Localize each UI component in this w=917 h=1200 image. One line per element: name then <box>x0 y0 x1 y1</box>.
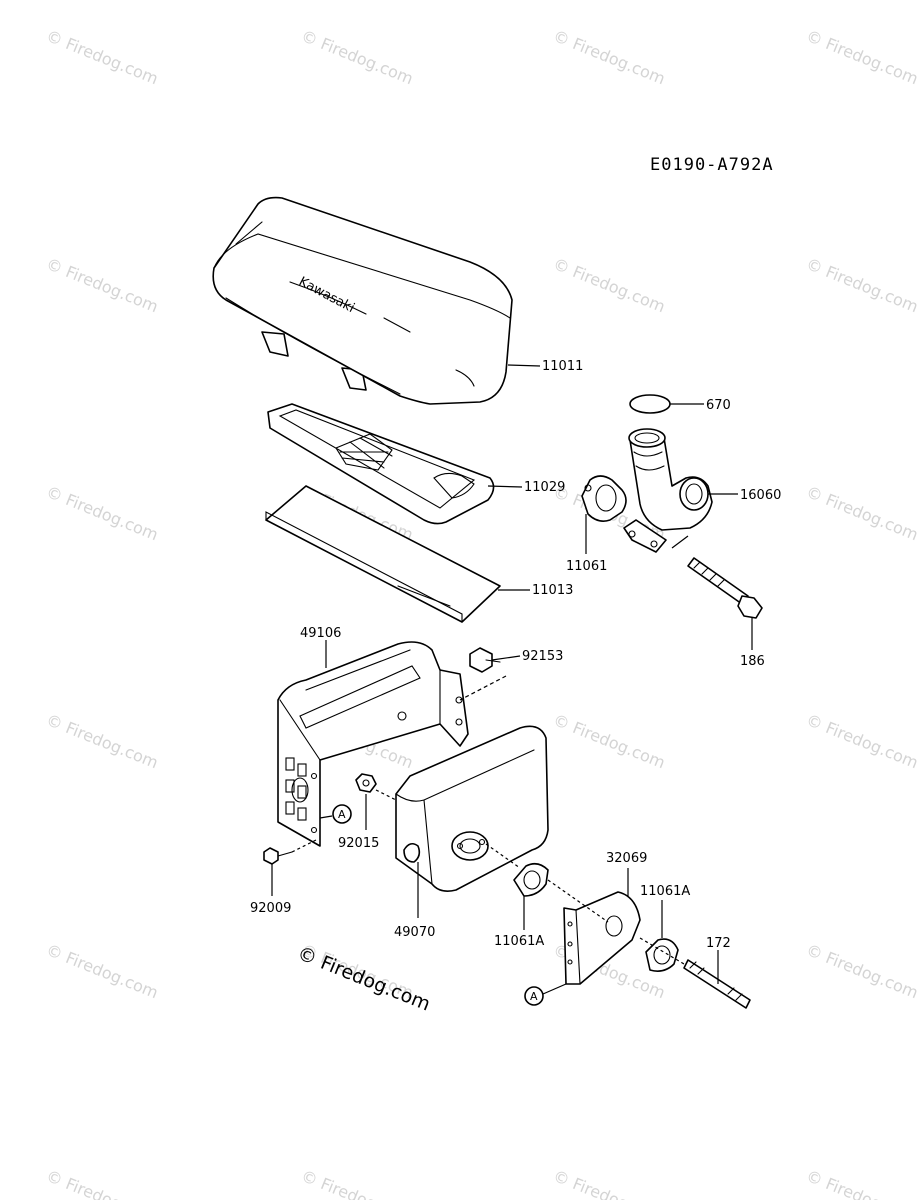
watermark: © Firedog.com <box>299 1166 416 1200</box>
ref-letter: A <box>338 808 346 821</box>
muffler-stud <box>683 959 751 1009</box>
watermark: © Firedog.com <box>44 940 161 1002</box>
watermark: © Firedog.com <box>551 254 668 316</box>
leader-11029 <box>487 485 523 488</box>
watermark: © Firedog.com <box>44 254 161 316</box>
callout-670: 670 <box>706 398 731 413</box>
callout-186: 186 <box>740 654 765 669</box>
callout-172: 172 <box>706 936 731 951</box>
callout-11011: 11011 <box>542 359 583 374</box>
watermark: © Firedog.com <box>44 1166 161 1200</box>
muffler-bracket <box>563 891 641 985</box>
leader-32069-dash <box>547 879 609 923</box>
o-ring <box>629 394 671 414</box>
leader-92153 <box>491 655 521 661</box>
callout-49106: 49106 <box>300 626 341 641</box>
ref-letter: A <box>530 990 538 1003</box>
pre-cleaner-foam <box>265 485 501 623</box>
callout-11061a-right: 11061A <box>640 884 690 899</box>
watermark: © Firedog.com <box>804 940 917 1002</box>
air-filter-element <box>267 403 495 525</box>
watermark: © Firedog.com <box>804 26 917 88</box>
ref-marker-a <box>524 986 544 1006</box>
callout-11029: 11029 <box>524 480 565 495</box>
copyright-text: © Firedog.com <box>294 942 433 1015</box>
leader-92153-dash <box>459 675 507 701</box>
callout-16060: 16060 <box>740 488 781 503</box>
intake-gasket <box>581 475 627 522</box>
cover-screw <box>263 847 293 865</box>
cover-bolt <box>469 647 501 673</box>
muffler <box>395 725 549 892</box>
ref-marker-a <box>332 804 352 824</box>
leader-ref-a <box>319 815 333 819</box>
watermark: © Firedog.com <box>551 1166 668 1200</box>
muffler-nut <box>355 773 377 793</box>
air-cleaner-cover: Kawasaki <box>212 196 513 405</box>
watermark: © Firedog.com <box>551 710 668 772</box>
callout-92153: 92153 <box>522 649 563 664</box>
watermark: © Firedog.com <box>551 26 668 88</box>
watermark: © Firedog.com <box>299 26 416 88</box>
watermark: © Firedog.com <box>804 710 917 772</box>
leader-11011 <box>507 364 541 367</box>
muffler-gasket-left <box>513 862 549 897</box>
watermark: © Firedog.com <box>804 1166 917 1200</box>
callout-49070: 49070 <box>394 925 435 940</box>
intake-bolt <box>687 557 763 619</box>
watermark: © Firedog.com <box>44 482 161 544</box>
leader-16060 <box>671 493 738 549</box>
leader-92009-dash <box>291 839 317 853</box>
watermark: © Firedog.com <box>804 482 917 544</box>
watermark: © Firedog.com <box>804 254 917 316</box>
callout-32069: 32069 <box>606 851 647 866</box>
leader-ref-a <box>542 983 567 995</box>
callout-92009: 92009 <box>250 901 291 916</box>
callout-11061a-left: 11061A <box>494 934 544 949</box>
diagram-code: E0190-A792A <box>650 155 774 175</box>
muffler-gasket-right <box>645 938 679 972</box>
watermark: © Firedog.com <box>44 26 161 88</box>
callout-11013: 11013 <box>532 583 573 598</box>
muffler-cover <box>277 641 469 847</box>
leader-172-dash <box>639 937 685 965</box>
leader-11061a-dash <box>485 843 521 869</box>
callout-11061: 11061 <box>566 559 607 574</box>
watermark: © Firedog.com <box>44 710 161 772</box>
callout-92015: 92015 <box>338 836 379 851</box>
watermark-layer: © Firedog.com © Firedog.com © Firedog.co… <box>44 26 917 1200</box>
leader-92015-dash <box>375 789 397 801</box>
intake-pipe <box>623 428 713 553</box>
